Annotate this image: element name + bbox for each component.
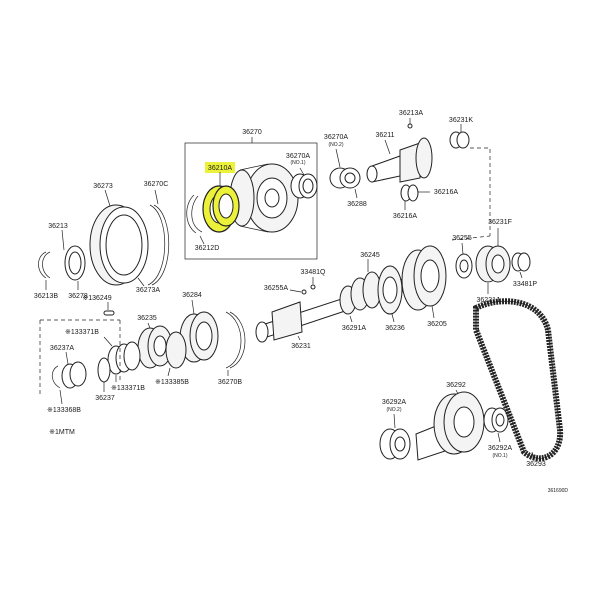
snap-ring-133368B [51,365,61,389]
label-36288[interactable]: 36288 [347,201,367,208]
label-36278[interactable]: 36278 [68,293,88,300]
ring-36237 [97,357,111,383]
label-36284[interactable]: 36284 [182,292,202,299]
label-36255[interactable]: 36255 [452,235,472,242]
output-shaft-36211 [366,137,433,183]
bearing-36255 [455,253,473,279]
label-36245[interactable]: 36245 [360,252,380,259]
snap-ring-36213B [38,251,51,279]
group-box-36270 [184,142,318,260]
label-36292A-no2[interactable]: 36292A [382,399,406,406]
label-36213B[interactable]: 36213B [34,293,58,300]
highlight-box-36210A [205,162,235,173]
seal-36270A-no2 [329,167,361,189]
label-36270A-no1[interactable]: 36270A [286,153,310,160]
label-1MTM: ※1MTM [49,429,75,436]
label-36205[interactable]: 36205 [427,321,447,328]
snap-rings-36216A [400,184,419,202]
label-33481Q[interactable]: 33481Q [301,269,326,276]
label-136249[interactable]: ※136249 [82,295,111,302]
hub-36235 [137,325,173,369]
ball-36255A [301,289,307,295]
label-36216A-a[interactable]: 36216A [434,189,458,196]
washer-36278 [64,245,86,281]
dashed-reference-left [39,319,121,395]
label-36270A-no2[interactable]: 36270A [324,134,348,141]
label-36231[interactable]: 36231 [291,343,311,350]
drive-chain-36293 [473,298,564,462]
label-36231J[interactable]: 36231J [477,297,500,304]
planetary-carrier-shape [229,163,299,233]
label-36231F[interactable]: 36231F [488,219,512,226]
label-133368B[interactable]: ※133368B [47,407,81,414]
label-36216A-b[interactable]: 36216A [393,213,417,220]
ring-gear-36273 [89,204,149,286]
label-36270A-no1-sub: (NO.1) [291,160,306,166]
gear-set-36245 [339,271,382,315]
bearing-33481P [511,252,531,272]
part-labels: 36270 36210A 36270A (NO.1) 36212D 36273 … [34,110,568,494]
bearing-36231K [449,131,470,149]
label-133371B-a[interactable]: ※133371B [65,329,99,336]
sleeve-133385B [165,331,187,369]
label-36273A[interactable]: 36273A [136,287,160,294]
snap-ring-36270C [147,204,170,286]
gear-36231J [475,245,511,283]
highlighted-part-36210A[interactable] [202,185,240,233]
synchro-133371B [107,341,141,375]
label-36231K[interactable]: 36231K [449,117,473,124]
label-36236[interactable]: 36236 [385,325,405,332]
label-36235[interactable]: 36235 [137,315,157,322]
label-36210A[interactable]: 36210A [208,165,232,172]
label-36237A[interactable]: 36237A [50,345,74,352]
label-36270A-no2-sub: (NO.2) [329,142,344,148]
key-136249 [103,310,115,316]
label-36212D[interactable]: 36212D [195,245,220,252]
label-36213[interactable]: 36213 [48,223,68,230]
label-36255A[interactable]: 36255A [264,285,288,292]
label-33481P[interactable]: 33481P [513,281,537,288]
snap-ring-36212D [186,194,203,234]
gear-36284 [179,311,219,363]
label-133371B-b[interactable]: ※133371B [111,385,145,392]
label-36211[interactable]: 36211 [376,132,395,139]
gear-36236 [377,265,403,315]
gear-36205 [401,245,447,311]
snap-ring-36270B [225,311,246,369]
label-36270B[interactable]: 36270B [218,379,242,386]
label-36293[interactable]: 36293 [526,461,546,468]
driven-sprocket-36292 [415,391,485,461]
diagram-id: 361690D [548,488,569,494]
ball-33481Q [310,284,316,290]
label-36292A-no1-sub: (NO.1) [493,453,508,459]
ring-36237A [61,361,87,389]
bearing-36292A-no1 [483,407,509,433]
label-36237[interactable]: 36237 [95,395,115,402]
dashed-reference-right-top [451,147,491,241]
ball-36213A [407,123,413,129]
bearing-36292A-no2 [379,428,411,460]
label-36213A[interactable]: 36213A [399,110,423,117]
label-36292A-no2-sub: (NO.2) [387,407,402,413]
bearing-36270A-no1 [290,173,318,199]
label-36273[interactable]: 36273 [93,183,113,190]
label-133385B[interactable]: ※133385B [155,379,189,386]
label-36292[interactable]: 36292 [446,382,466,389]
label-36291A[interactable]: 36291A [342,325,366,332]
label-36270[interactable]: 36270 [242,129,262,136]
label-36270C[interactable]: 36270C [144,181,169,188]
label-36292A-no1[interactable]: 36292A [488,445,512,452]
